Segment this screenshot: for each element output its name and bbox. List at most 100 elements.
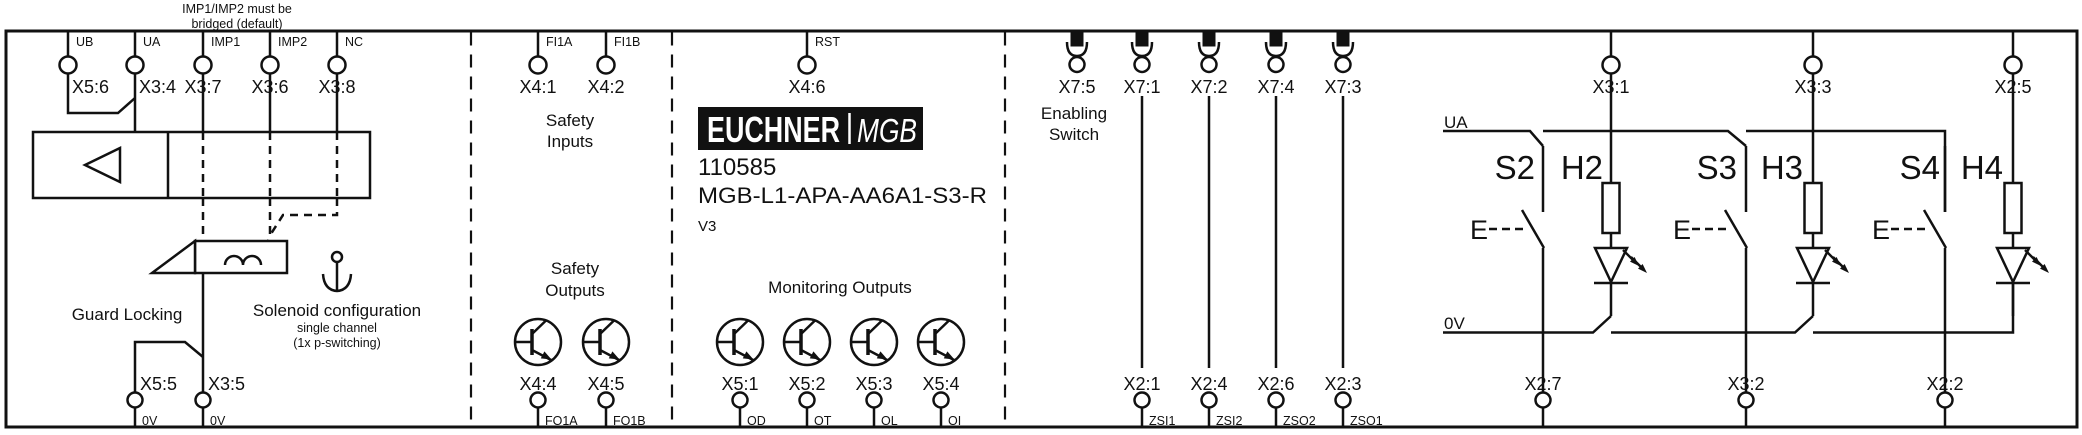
terminal-signal: IMP2	[278, 35, 307, 49]
lock-bolt-icon	[82, 146, 122, 184]
s3-label: S3	[1697, 149, 1737, 186]
bridge-note-line1: IMP1/IMP2 must be	[182, 2, 292, 16]
s4-label: S4	[1900, 149, 1940, 186]
e-actuator-label: E	[1872, 215, 1890, 245]
transistor-icon	[849, 317, 899, 367]
terminal-id: X4:5	[587, 374, 624, 394]
brand-series: MGB	[857, 112, 917, 149]
terminal-x3-2: X3:2	[1727, 374, 1765, 427]
terminal-signal: ZSO2	[1283, 414, 1316, 428]
zero-v-rail	[1443, 283, 2015, 334]
terminal-signal: FI1B	[614, 35, 640, 49]
terminal-x4-4: X4:4 FO1A	[519, 374, 578, 428]
terminal-id: X4:6	[788, 77, 825, 97]
terminal-x7-4: X7:4	[1257, 29, 1295, 97]
terminal-signal: FO1A	[545, 414, 578, 428]
terminal-id: X4:4	[519, 374, 556, 394]
bridge-note-line2: bridged (default)	[191, 17, 282, 31]
version-label: V3	[698, 218, 716, 235]
terminal-id: X2:6	[1257, 374, 1294, 394]
enabling-switch-section: Enabling Switch	[1041, 96, 1345, 368]
terminal-id: X4:1	[519, 77, 556, 97]
solenoid-config-sub1: single channel	[297, 321, 377, 335]
terminal-id: X2:7	[1524, 374, 1561, 394]
terminal-signal: ZSO1	[1350, 414, 1383, 428]
terminal-id: X5:5	[140, 374, 177, 394]
terminal-id: X5:6	[72, 77, 109, 97]
terminal-x3-6: IMP2 X3:6	[251, 31, 307, 97]
terminal-signal: OD	[747, 414, 766, 428]
e-actuator-label: E	[1470, 215, 1488, 245]
terminal-id: X3:5	[208, 374, 245, 394]
terminal-x2-1: X2:1 ZSI1	[1123, 374, 1175, 428]
terminal-signal: ZSI2	[1216, 414, 1242, 428]
safety-outputs-label-1: Safety	[551, 259, 600, 278]
s2-label: S2	[1495, 149, 1535, 186]
safety-outputs-label-2: Outputs	[545, 281, 605, 300]
terminal-id: X2:3	[1324, 374, 1361, 394]
transistor-icon	[581, 317, 631, 367]
terminal-id: X7:1	[1123, 77, 1160, 97]
terminal-id: X7:3	[1324, 77, 1361, 97]
transistor-icon	[513, 317, 563, 367]
terminal-id: X2:1	[1123, 374, 1160, 394]
terminal-x3-8: NC X3:8	[318, 31, 363, 97]
terminal-x4-2: FI1B X4:2	[587, 31, 640, 97]
brand-name: EUCHNER	[707, 109, 840, 150]
terminal-id: X2:4	[1190, 374, 1227, 394]
terminal-signal: NC	[345, 35, 363, 49]
terminal-x5-6: UB X5:6	[58, 31, 109, 97]
terminal-id: X4:2	[587, 77, 624, 97]
h2-label: H2	[1561, 149, 1603, 186]
terminal-x2-4: X2:4 ZSI2	[1190, 374, 1242, 428]
terminal-signal: UA	[143, 35, 161, 49]
terminal-x3-7: IMP1 X3:7	[184, 31, 240, 97]
safety-inputs-label-2: Inputs	[547, 132, 593, 151]
terminal-x3-5: X3:5 0V	[194, 374, 245, 428]
terminal-signal: 0V	[142, 414, 158, 428]
model-number: MGB-L1-APA-AA6A1-S3-R	[698, 183, 987, 208]
terminal-id: X3:2	[1727, 374, 1764, 394]
terminal-id: X5:2	[788, 374, 825, 394]
bridge-note: IMP1/IMP2 must be bridged (default)	[182, 2, 292, 31]
enabling-switch-label-2: Switch	[1049, 125, 1099, 144]
terminal-signal: OI	[948, 414, 961, 428]
terminal-x2-2: X2:2	[1926, 374, 1964, 427]
transistor-icon	[916, 317, 966, 367]
terminal-signal: FI1A	[546, 35, 573, 49]
terminal-signal: ZSI1	[1149, 414, 1175, 428]
order-number: 110585	[698, 154, 776, 181]
terminal-id: X5:4	[922, 374, 959, 394]
terminal-x2-6: X2:6 ZSO2	[1257, 374, 1315, 428]
e-actuator-label: E	[1673, 215, 1691, 245]
diagram-frame	[4, 29, 2079, 429]
safety-outputs-section: Safety Outputs	[513, 259, 631, 367]
transistor-icon	[782, 317, 832, 367]
transistor-icon	[715, 317, 765, 367]
terminal-signal: RST	[815, 35, 840, 49]
zero-v-rail-label: 0V	[1444, 314, 1465, 333]
terminal-x2-5: X2:5	[1994, 31, 2032, 97]
guard-locking-label: Guard Locking	[72, 305, 183, 324]
terminal-x7-3: X7:3	[1324, 29, 1362, 97]
device-info: 110585 MGB-L1-APA-AA6A1-S3-R V3	[698, 154, 987, 235]
terminal-x5-1: X5:1 OD	[721, 374, 765, 428]
anchor-icon	[321, 250, 353, 293]
terminal-x4-5: X4:5 FO1B	[587, 374, 645, 428]
safety-inputs-section: Safety Inputs	[546, 111, 595, 151]
h3-label: H3	[1761, 149, 1803, 186]
terminal-x2-7: X2:7	[1524, 374, 1562, 427]
monitoring-outputs-label: Monitoring Outputs	[768, 278, 912, 297]
terminal-x7-5: X7:5	[1058, 29, 1096, 97]
terminal-x5-4: X5:4 OI	[922, 374, 961, 428]
safety-inputs-label-1: Safety	[546, 111, 595, 130]
terminal-signal: 0V	[210, 414, 226, 428]
enabling-switch-label-1: Enabling	[1041, 104, 1107, 123]
solenoid-icon	[148, 238, 289, 275]
solenoid-config-sub2: (1x p-switching)	[293, 336, 381, 350]
terminal-x4-6: RST X4:6	[788, 31, 840, 97]
terminal-id: X7:2	[1190, 77, 1227, 97]
guard-locking-circuit: Guard Locking Solenoid configuration sin…	[31, 73, 421, 393]
terminal-signal: FO1B	[613, 414, 646, 428]
